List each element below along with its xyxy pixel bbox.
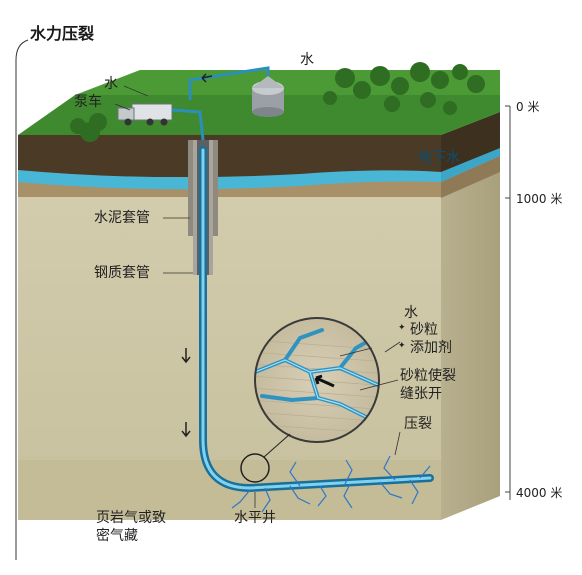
label-sand-opens-fractures-1: 砂粒使裂 [400,368,456,384]
diagram-title: 水力压裂 [30,24,95,43]
well-bore-highlight [201,148,432,490]
water-supply-pipe [188,66,270,100]
depth-label-1000: 1000 米 [516,192,563,206]
bullet-icons: ✦ ✦ [398,323,406,351]
label-inset-sand: 砂粒 [410,322,438,338]
label-water-supply: 水 [300,52,314,68]
tree-group [70,62,485,142]
pump-truck [117,103,173,126]
block-front-face [18,135,441,520]
depth-label-0: 0 米 [516,100,540,114]
label-horizontal-well: 水平井 [234,510,276,526]
label-cement-casing: 水泥套管 [94,210,150,226]
svg-text:✦: ✦ [398,341,406,351]
shale-layer [18,460,441,520]
magnified-inset [254,317,380,443]
title-bracket-line [15,39,29,560]
water-tank [252,76,284,117]
zoom-connector [263,433,291,458]
label-shale-gas-1: 页岩气或致 [96,510,166,526]
svg-text:✦: ✦ [398,323,406,333]
label-shale-gas-2: 密气藏 [96,528,138,544]
zoom-focus-circle [240,453,270,483]
depth-label-4000: 4000 米 [516,486,563,500]
flow-arrow-icon [201,73,213,83]
label-fracturing: 压裂 [404,416,432,432]
block-side-face [441,112,500,520]
leader-lines [114,85,401,508]
label-inset-additive: 添加剂 [410,340,452,356]
label-groundwater: 地下水 [418,150,460,166]
down-arrow-icon [181,422,191,438]
fracture-network [231,455,431,513]
topsoil-layer [18,135,441,177]
side-topsoil [441,112,500,176]
label-truck-water: 水 [104,76,118,92]
side-aquifer [441,148,500,182]
down-arrow-icon [181,348,191,364]
label-inset-water: 水 [404,305,418,321]
label-pump-truck: 泵车 [74,94,102,110]
groundwater-layer [18,170,441,190]
side-soil [441,156,500,198]
flow-arrow-icon [314,374,335,388]
label-steel-casing: 钢质套管 [94,265,150,281]
truck-to-well-pipe [171,108,205,141]
label-sand-opens-fractures-2: 缝张开 [400,386,442,402]
